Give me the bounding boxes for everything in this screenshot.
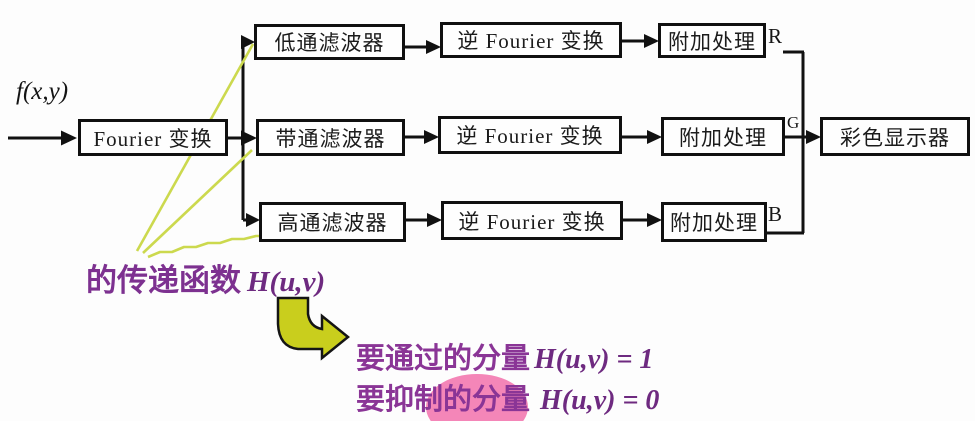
inverse-fourier-box-g: 逆 Fourier 变换	[438, 116, 622, 154]
channel-label-r: R	[768, 24, 783, 48]
bent-arrow-icon	[276, 296, 350, 361]
post-processing-box-b: 附加处理	[661, 202, 767, 242]
pass-component-math: H(u,v) = 1	[534, 344, 654, 375]
channel-label-g: G	[787, 113, 800, 132]
bandpass-filter-box: 带通滤波器	[256, 119, 405, 156]
fourier-transform-box: Fourier 变换	[78, 119, 228, 156]
lowpass-filter-box: 低通滤波器	[254, 24, 405, 60]
input-signal-label: f(x,y)	[16, 78, 69, 105]
suppress-component-text: 要抑制的分量	[356, 384, 531, 416]
inverse-fourier-box-r: 逆 Fourier 变换	[440, 22, 622, 58]
suppress-component-math: H(u,v) = 0	[540, 385, 660, 416]
inverse-fourier-box-b: 逆 Fourier 变换	[441, 201, 623, 240]
post-processing-box-g: 附加处理	[661, 117, 785, 156]
pass-component-text: 要通过的分量	[356, 343, 531, 375]
transfer-function-text: 的传递函数	[86, 263, 241, 298]
connector-lines	[8, 34, 821, 235]
post-processing-box-r: 附加处理	[658, 23, 766, 58]
channel-label-b: B	[768, 202, 783, 226]
color-display-box: 彩色显示器	[820, 117, 970, 156]
transfer-function-math: H(u,v)	[247, 266, 326, 298]
pointer-line-bandpass	[142, 149, 253, 254]
highpass-filter-box: 高通滤波器	[259, 202, 406, 242]
pink-highlight	[426, 374, 528, 421]
suppress-component-note: 要抑制的分量 H(u,v) = 0	[356, 376, 659, 418]
